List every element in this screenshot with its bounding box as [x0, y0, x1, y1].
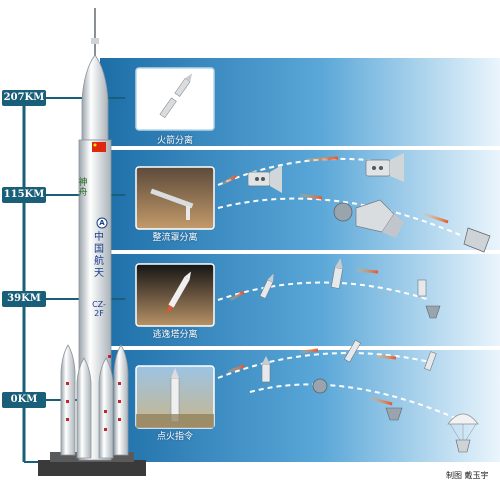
photo-rocket-separation	[135, 67, 215, 131]
rocket-segment	[259, 273, 274, 299]
credit-text: 制图 戴玉宇	[446, 471, 489, 480]
rocket-side-text: 中国航天	[94, 232, 104, 279]
return-capsule	[463, 227, 491, 253]
parachute-capsule	[447, 413, 479, 453]
return-capsule	[385, 407, 403, 421]
rocket-logo: A	[99, 219, 105, 227]
rocket-model: CZ-2F	[92, 300, 106, 318]
rocket-segment	[330, 258, 344, 289]
altitude-label: 39KM	[2, 291, 46, 307]
altitude-label: 0KM	[2, 392, 46, 408]
photo-escape-tower-separation	[135, 263, 215, 327]
spacecraft-module	[247, 165, 282, 193]
altitude-label: 115KM	[2, 187, 46, 203]
stage-caption: 整流罩分离	[152, 233, 198, 243]
stage-caption: 点火指令	[156, 432, 193, 442]
altitude-label: 207KM	[2, 90, 46, 106]
rocket-segment	[343, 339, 362, 363]
stage-caption: 逃逸塔分离	[152, 330, 198, 340]
fairing-halves	[333, 199, 404, 238]
photo-fairing-separation	[135, 166, 215, 230]
trajectory-39	[217, 258, 441, 319]
trajectory-115-upper	[217, 153, 404, 193]
rocket-calligraphy: 神舟	[78, 178, 88, 198]
trajectory-0	[217, 339, 479, 453]
return-capsule	[417, 279, 441, 319]
long-march-rocket	[60, 8, 129, 461]
rocket-segment	[261, 356, 271, 383]
rocket-segment	[424, 351, 437, 371]
trajectory-115-lower	[217, 193, 491, 253]
fairing-piece	[312, 378, 328, 394]
spacecraft-module	[365, 153, 404, 182]
photo-ignition-command	[135, 365, 215, 429]
stage-caption: 火箭分离	[156, 136, 193, 146]
